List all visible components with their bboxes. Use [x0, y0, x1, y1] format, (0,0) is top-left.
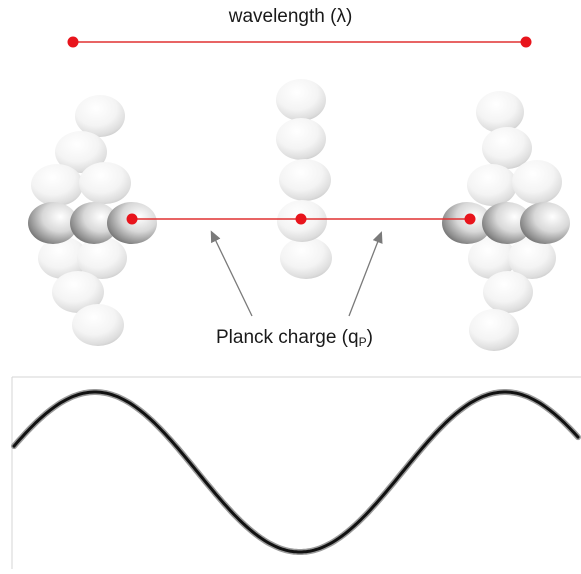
sine-wave: [12, 390, 580, 554]
right-pointer-arrow: [348, 231, 383, 317]
left-sphere-cluster: [28, 95, 157, 346]
center-sphere-column: [276, 79, 332, 279]
sine-wave-shadow: [11, 389, 581, 555]
sphere: [482, 202, 532, 244]
wavelength-end-dot: [520, 36, 532, 48]
charge-right-dot: [464, 213, 476, 225]
sphere: [483, 271, 533, 313]
sphere: [508, 237, 556, 279]
sphere: [75, 95, 125, 137]
sphere: [31, 164, 83, 206]
planck-charge-label: Planck charge (qP): [216, 327, 373, 349]
planck-charge-subscript: P: [358, 335, 367, 349]
sphere: [70, 202, 118, 244]
sphere: [279, 159, 331, 201]
sphere: [276, 79, 326, 121]
sphere: [520, 202, 570, 244]
wavelength-marker: [67, 36, 532, 48]
sphere: [276, 118, 326, 160]
sphere: [468, 237, 516, 279]
sphere: [467, 164, 517, 206]
sphere: [79, 162, 131, 204]
sphere: [476, 91, 524, 133]
sphere: [482, 127, 532, 169]
sphere: [52, 271, 104, 313]
charge-left-dot: [126, 213, 138, 225]
left-pointer-arrow: [210, 230, 253, 317]
sphere: [72, 304, 124, 346]
charge-center-dot: [295, 213, 307, 225]
sphere: [77, 237, 127, 279]
sphere: [512, 160, 562, 204]
right-sphere-cluster: [442, 91, 570, 351]
wave-panel: [11, 376, 581, 569]
sphere: [469, 309, 519, 351]
wavelength-label: wavelength (λ): [228, 6, 353, 27]
charge-marker: [126, 213, 476, 225]
planck-charge-text: Planck charge (q: [216, 327, 359, 348]
sphere: [28, 202, 78, 244]
sphere: [280, 237, 332, 279]
wavelength-start-dot: [67, 36, 79, 48]
planck-charge-close: ): [366, 327, 373, 348]
sphere: [55, 131, 107, 173]
sphere: [38, 237, 88, 279]
